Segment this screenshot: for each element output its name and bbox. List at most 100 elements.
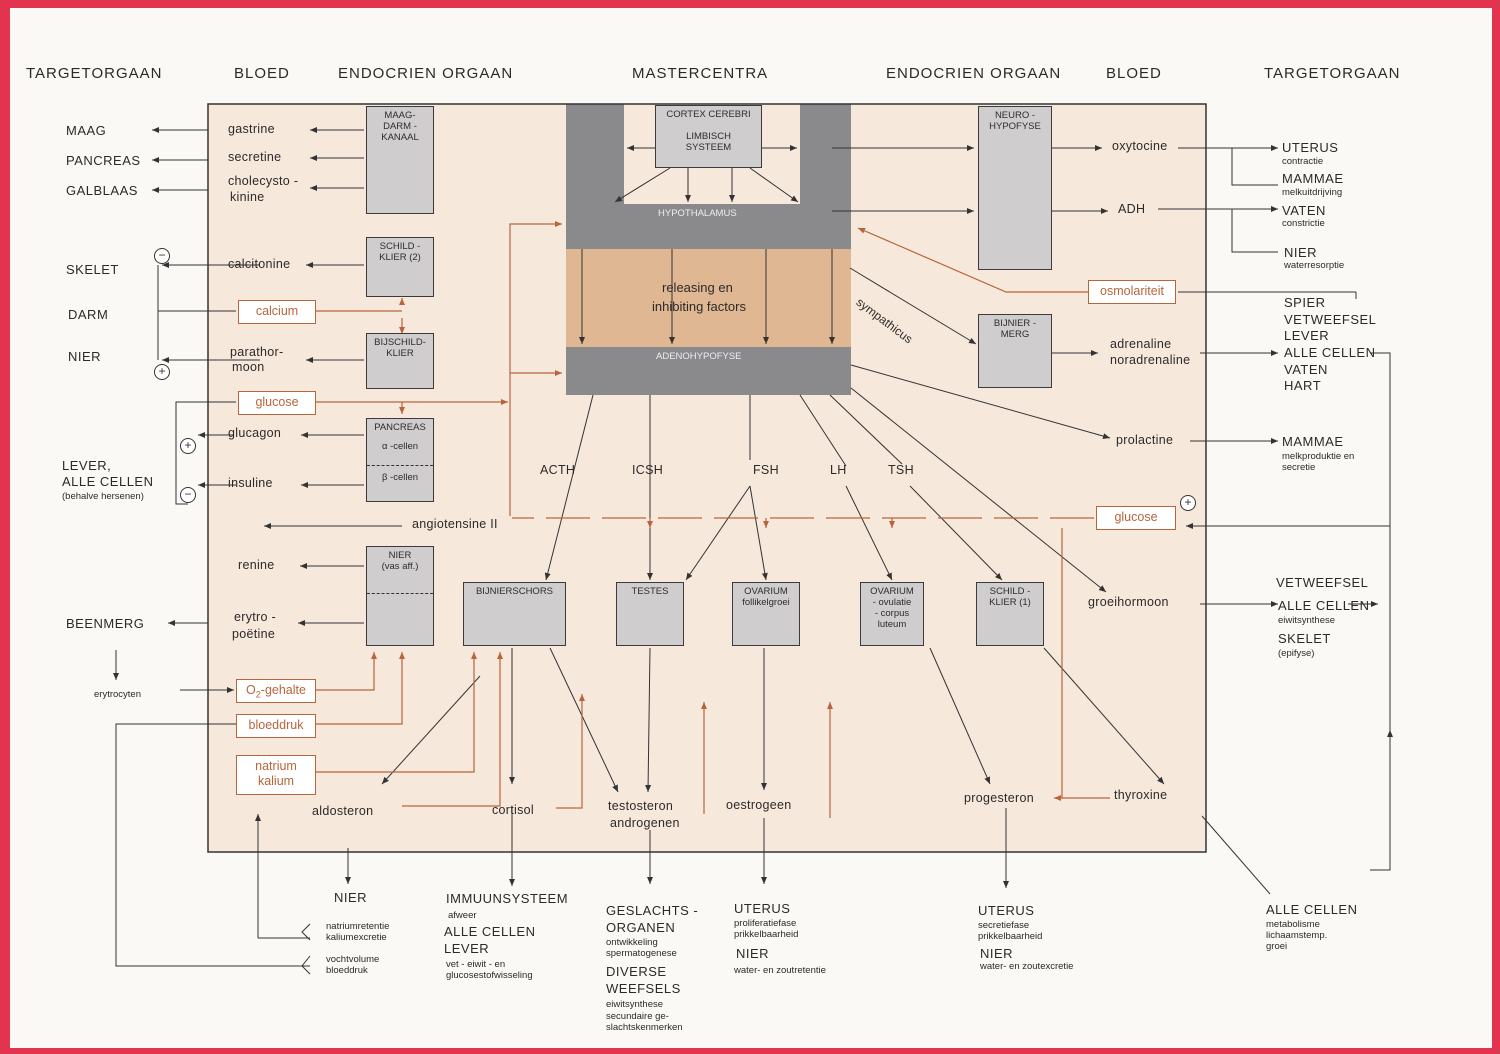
regulator-glucose-left: glucose <box>238 391 316 415</box>
target-darm: DARM <box>68 307 109 322</box>
hormone-oxytocine: oxytocine <box>1112 139 1168 153</box>
bijniermerg-label-2: MERG <box>1000 329 1030 340</box>
target-nier-bottom-effect: natriumretentie <box>326 921 390 932</box>
target-mammae-effect: melkuitdrijving <box>1282 187 1343 198</box>
target-nier-bottom: NIER <box>334 890 368 905</box>
hormone-adh: ADH <box>1118 202 1146 216</box>
target-diverse-effect: eiwitsynthese <box>606 999 664 1010</box>
gland-vas-aff-label: (vas aff.) <box>381 561 419 572</box>
gland-bijniermerg: BIJNIER - MERG <box>978 314 1052 388</box>
target-uterus-prolif-effect: proliferatiefase <box>734 918 797 929</box>
hormone-groeihormoon: groeihormoon <box>1088 595 1169 609</box>
target-alle-cellen-right: ALLE CELLEN <box>1284 345 1376 360</box>
target-vetweefsel-2: VETWEEFSEL <box>1276 575 1369 590</box>
target-uterus-secretie-effect-2: prikkelbaarheid <box>978 931 1043 942</box>
target-beenmerg: BEENMERG <box>66 616 145 631</box>
regulator-osmolariteit: osmolariteit <box>1088 280 1176 304</box>
target-skelet-right: SKELET <box>1278 631 1331 646</box>
diagram-lines <box>113 103 1393 975</box>
gland-pancreas-label: PANCREAS <box>374 422 426 433</box>
target-lever-bottom-effect-2: glucosestofwisseling <box>446 970 533 981</box>
target-pancreas: PANCREAS <box>66 153 141 168</box>
target-vetweefsel: VETWEEFSEL <box>1284 312 1377 327</box>
target-nier-effect: waterresorptie <box>1284 260 1345 271</box>
target-nier-excretie: NIER <box>980 946 1014 961</box>
hormone-parathormoon-2: moon <box>232 360 265 374</box>
releasing-factors-block <box>566 249 851 347</box>
ovarium-follikel-label: OVARIUM <box>744 586 788 597</box>
hormone-testosteron: testosteron <box>608 799 674 813</box>
target-alle-cellen-2: ALLE CELLEN <box>1278 598 1370 613</box>
hypothalamus-label: HYPOTHALAMUS <box>658 208 737 219</box>
hormone-calcitonine: calcitonine <box>228 257 291 271</box>
gland-alpha-cells: α -cellen <box>381 441 419 452</box>
header-right-bloed: BLOED <box>1106 65 1162 82</box>
label-erytrocyten: erytrocyten <box>94 689 141 700</box>
hormone-cortisol: cortisol <box>492 803 534 817</box>
hormone-androgenen: androgenen <box>610 816 680 830</box>
target-galblaas: GALBLAAS <box>66 183 138 198</box>
target-vaten-effect: constrictie <box>1282 218 1325 229</box>
target-uterus: UTERUS <box>1282 140 1339 155</box>
hormone-glucagon: glucagon <box>228 426 282 440</box>
target-nier: NIER <box>68 349 102 364</box>
hormone-oestrogeen: oestrogeen <box>726 798 792 812</box>
gland-beta-cells: β -cellen <box>381 472 419 483</box>
hormone-adrenaline: adrenaline <box>1110 337 1172 351</box>
gland-testes: TESTES <box>616 582 684 646</box>
target-diverse-weefsels-2: WEEFSELS <box>606 981 681 996</box>
systeem-label: SYSTEEM <box>685 142 732 153</box>
neurohypofyse-label-2: HYPOFYSE <box>989 121 1041 132</box>
luteum-label: luteum <box>877 619 907 630</box>
adenohypofyse-block <box>566 347 851 395</box>
target-hart: HART <box>1284 378 1322 393</box>
hormone-insuline: insuline <box>228 476 273 490</box>
target-lever: LEVER, <box>62 458 112 473</box>
hormone-erytropoetine-2: poëtine <box>232 627 276 641</box>
target-geslachtsorganen-2: ORGANEN <box>606 920 676 935</box>
target-skelet-effect: (epifyse) <box>1278 648 1315 659</box>
minus-sign-skelet: − <box>154 248 170 264</box>
target-alle-cellen-thyroxine: ALLE CELLEN <box>1266 902 1358 917</box>
gland-nier-vas-aff: NIER (vas aff.) <box>366 546 434 646</box>
corpus-label: - corpus <box>874 608 910 619</box>
target-spier: SPIER <box>1284 295 1326 310</box>
header-mastercentra: MASTERCENTRA <box>632 65 769 82</box>
o2-prefix: O <box>246 683 256 697</box>
target-geslacht-effect: ontwikkeling <box>606 937 658 948</box>
tropic-acth: ACTH <box>540 463 576 477</box>
o2-subscript: 2 <box>255 689 261 700</box>
hormone-parathormoon: parathor- <box>230 345 284 359</box>
hormone-gastrine: gastrine <box>228 122 275 136</box>
hormone-noradrenaline: noradrenaline <box>1110 353 1191 367</box>
target-diverse-weefsels: DIVERSE <box>606 964 667 979</box>
regulator-bloeddruk: bloeddruk <box>236 714 316 738</box>
page: TARGETORGAAN BLOED ENDOCRIEN ORGAAN MAST… <box>10 8 1492 1048</box>
pancreas-divider <box>367 465 433 466</box>
target-alle-cellen-bottom: ALLE CELLEN <box>444 924 536 939</box>
header-right-endocrien: ENDOCRIEN ORGAAN <box>886 65 1062 82</box>
tropic-icsh: ICSH <box>632 463 664 477</box>
target-uterus-prolif-effect-2: prikkelbaarheid <box>734 929 799 940</box>
target-uterus-prolif: UTERUS <box>734 901 791 916</box>
gland-bijschild-label: BIJSCHILD- <box>374 337 426 348</box>
target-uterus-secretie: UTERUS <box>978 903 1035 918</box>
plus-sign-glucose-right: + <box>1180 495 1196 511</box>
plus-sign-nier: + <box>154 364 170 380</box>
target-uterus-effect: contractie <box>1282 156 1324 167</box>
tropic-tsh: TSH <box>888 463 914 477</box>
target-maag: MAAG <box>66 123 107 138</box>
gland-nier-label: NIER <box>388 550 412 561</box>
bijniermerg-label: BIJNIER - <box>993 318 1037 329</box>
limbic-system-box: CORTEX CEREBRI LIMBISCH SYSTEEM <box>655 105 762 168</box>
hormone-secretine: secretine <box>228 150 282 164</box>
tropic-fsh: FSH <box>753 463 779 477</box>
target-mammae-2-effect-2: secretie <box>1282 462 1316 473</box>
target-alle-cellen-2-effect: eiwitsynthese <box>1278 615 1336 626</box>
header-left-bloed: BLOED <box>234 65 290 82</box>
target-vaten-2: VATEN <box>1284 362 1328 377</box>
hypothalamus-block <box>566 204 851 249</box>
gland-klier-label: KLIER (2) <box>379 252 421 263</box>
hormone-thyroxine: thyroxine <box>1114 788 1168 802</box>
target-behalve-hersenen: (behalve hersenen) <box>62 491 144 502</box>
